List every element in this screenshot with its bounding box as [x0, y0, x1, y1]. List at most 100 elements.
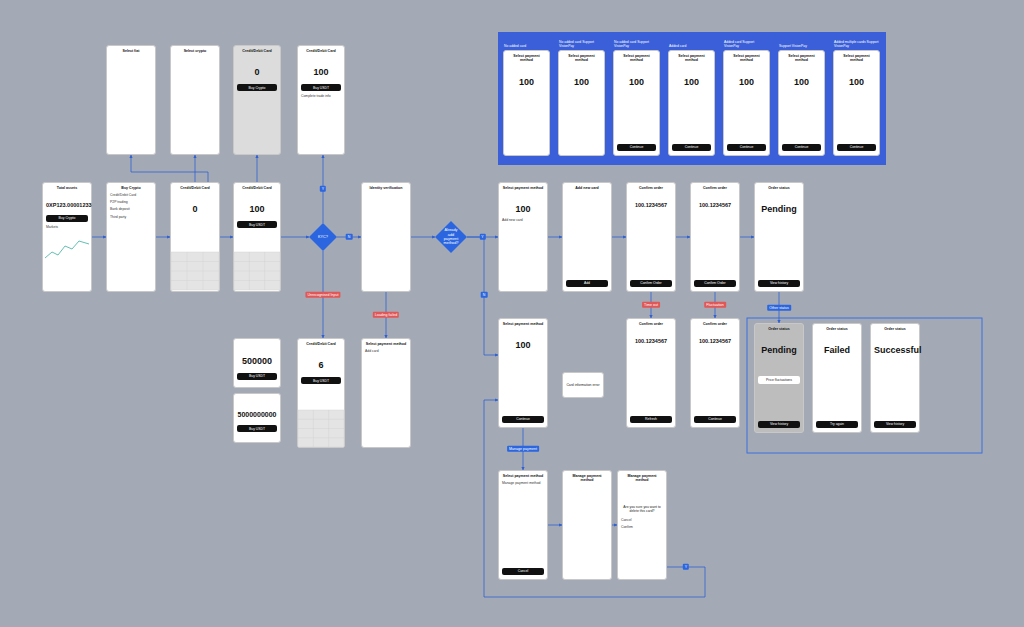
screen-title: Order status: [758, 327, 800, 331]
button-label: Buy Crypto: [46, 215, 88, 222]
list-item: P2P trading: [110, 200, 152, 204]
branch-tag: Other status: [767, 304, 791, 310]
screen-title: Select payment method: [507, 54, 546, 63]
price-chart: [45, 241, 89, 258]
flow-connector: [467, 237, 498, 355]
amount-text: 100: [507, 77, 546, 88]
flow-connector: [676, 237, 690, 238]
screen-frame: Select payment method100Add new card: [498, 182, 548, 292]
screen-frame: Order statusFailedTry again: [812, 323, 862, 433]
decision-diamond: KYC?: [309, 223, 337, 251]
screen-title: Credit/Debit Card: [237, 186, 277, 190]
amount-text: 100.1234567: [694, 202, 736, 209]
button-label: Buy USDT: [301, 84, 341, 91]
button-label: Confirm Order: [630, 280, 672, 287]
flow-connector: [548, 525, 562, 526]
amount-text: 100.1234567: [630, 202, 672, 209]
screen-title: Total assets: [46, 186, 88, 190]
button-label: View history: [874, 421, 916, 428]
panel-header: No added card Support VisionPay: [559, 41, 604, 49]
screen-title: Identity verification: [365, 186, 407, 190]
button-label: View history: [758, 421, 800, 428]
button-label: Try again: [816, 421, 858, 428]
condition-tag: Time out: [642, 302, 660, 308]
button-label: Continue: [727, 144, 766, 151]
panel-header: Added multiple cards Support VisionPay: [834, 41, 879, 49]
button-label: Continue: [672, 144, 711, 151]
flow-connector: [257, 155, 258, 182]
amount-text: 0: [237, 67, 277, 78]
flow-connector: [220, 237, 233, 238]
screen-frame: Manage payment methodAre you sure you wa…: [617, 470, 667, 580]
amount-text: 100: [617, 77, 656, 88]
screen-frame: Select fiat: [106, 45, 156, 155]
screen-title: Confirm order: [694, 322, 736, 326]
branch-tag: Y: [479, 234, 485, 240]
screen-frame: Confirm order100.1234567Confirm Order: [690, 182, 740, 292]
screen-frame: Card information error: [562, 372, 604, 398]
amount-text: 100: [727, 77, 766, 88]
dialog-text: Price fluctuations: [758, 376, 800, 384]
panel-header: Added card: [669, 45, 714, 49]
branch-tag: Manage payment: [507, 446, 539, 452]
screen-frame: 5000000000Buy USDT: [233, 393, 281, 443]
screen-title: Confirm order: [630, 186, 672, 190]
button-label: Buy USDT: [237, 373, 277, 380]
flow-connector: [92, 237, 106, 238]
screen-frame: Manage payment method: [562, 470, 612, 580]
flow-connector: [612, 237, 626, 238]
screen-frame: Order statusPendingPrice fluctuationsVie…: [754, 323, 804, 433]
screen-frame: Credit/Debit Card100Buy USDT: [233, 182, 281, 292]
screen-frame: Confirm order 100.1234567Confirm Order: [626, 182, 676, 292]
screen-frame: Added cardSelect payment method100Contin…: [668, 50, 715, 156]
screen-frame: Confirm order100.1234567Refresh: [626, 318, 676, 428]
list-item: Complete trade info: [301, 94, 341, 98]
button-label: Refresh: [630, 416, 672, 423]
screen-title: Manage payment method: [566, 474, 608, 483]
screen-title: Select payment method: [502, 322, 544, 326]
button-label: Buy Crypto: [237, 84, 277, 91]
screen-frame: Credit/Debit Card0Buy Crypto: [233, 45, 281, 155]
flow-connector: [131, 155, 208, 182]
panel-header: No added card Support VisionPay: [614, 41, 659, 49]
flow-connector: [281, 237, 309, 238]
screen-title: Select payment method: [837, 54, 876, 63]
list-item: Bank deposit: [110, 207, 152, 211]
screen-frame: No added card Support VisionPaySelect pa…: [558, 50, 605, 156]
screen-frame: Support VisionPaySelect payment method10…: [778, 50, 825, 156]
amount-text: 100: [502, 204, 544, 215]
screen-title: Confirm order: [694, 186, 736, 190]
list-item: Add new card: [502, 218, 544, 222]
screen-frame: Select payment method100Continue: [498, 318, 548, 428]
variant-panel: [498, 32, 886, 165]
screen-title: Select payment method: [727, 54, 766, 63]
button-label: Buy USDT: [301, 377, 341, 384]
amount-text: 5000000000: [237, 411, 277, 419]
keypad-grid: [171, 252, 344, 447]
screen-frame: Order statusPendingView history: [754, 182, 804, 292]
amount-text: 0XP123.00001233: [46, 202, 88, 209]
list-item: Credit/Debit Card: [110, 193, 152, 197]
screen-frame: Select payment methodManage payment meth…: [498, 470, 548, 580]
screen-title: Credit/Debit Card: [301, 342, 341, 346]
decision-label: Already add payment method?: [441, 228, 460, 245]
amount-text: 500000: [237, 356, 277, 367]
condition-tag: Fluctuation: [704, 302, 726, 308]
dialog-text: Card information error: [566, 383, 599, 387]
list-item: Cancel: [621, 518, 663, 522]
screen-frame: 500000Buy USDT: [233, 338, 281, 388]
button-label: Continue: [617, 144, 656, 151]
screen-frame: Buy CryptoCredit/Debit CardP2P tradingBa…: [106, 182, 156, 292]
button-label: Continue: [782, 144, 821, 151]
button-label: Continue: [694, 416, 736, 423]
screen-frame: Add new cardAdd: [562, 182, 612, 292]
screen-title: Credit/Debit Card: [174, 186, 216, 190]
screen-title: Select payment method: [365, 342, 407, 346]
flow-connector: [548, 237, 562, 238]
amount-text: 6: [301, 360, 341, 371]
keypad: [171, 252, 344, 447]
screen-frame: Credit/Debit Card 6Buy USDT: [297, 338, 345, 448]
list-item: Markets: [46, 225, 88, 229]
screen-title: Select crypto: [174, 49, 216, 53]
screen-title: Select payment method: [502, 474, 544, 478]
